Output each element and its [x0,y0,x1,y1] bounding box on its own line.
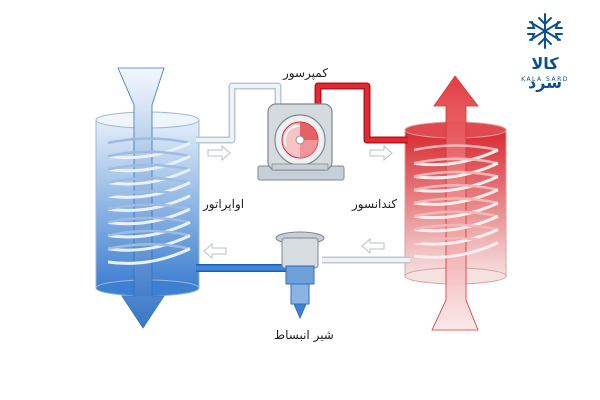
coil-turn-front [413,161,499,180]
coil-turn-back [413,197,499,205]
compressor [257,103,345,181]
flow-arrow-right-right [369,144,393,162]
coil-turn-back [413,170,499,178]
coil-turn-front [413,201,499,220]
coil-turn-back [107,229,191,237]
coil-turn-front [413,214,499,233]
suction-pipe [196,82,282,144]
expansion-valve-label: شیر انبساط [274,328,334,342]
coil-turn-front [107,154,191,173]
brand-logo-text: کالا سرد [528,54,562,92]
compressor-label: کمپرسور [283,66,328,80]
coil-turn-back [107,203,191,211]
expansion-valve [275,231,325,320]
coil-turn-back [107,137,191,145]
coil-turn-front [413,148,499,167]
flow-arrow-left-bottom-right [361,237,385,255]
coil-turn-front [107,168,191,186]
coil-turn-back [413,210,499,218]
snowflake-logo-icon [527,13,563,49]
coil-turn-front [107,181,191,199]
coil-turn-back [107,243,191,250]
coil-turn-back [413,144,499,152]
flow-arrow-right-left [207,144,231,162]
flow-arrow-left-bottom-left [203,242,227,260]
coil-turn-front [413,188,499,206]
coil-turn-back [413,223,499,231]
coil-turn-front [413,228,499,246]
coil-turn-back [107,163,191,171]
condenser-label: کندانسور [352,197,398,211]
coil-turn-back [107,176,191,184]
evaporator-coil [107,137,191,265]
coil-turn-front [107,220,191,239]
coil-turn-front [107,207,191,226]
coil-turn-back [413,157,499,165]
coil-turn-front [413,175,499,193]
coil-turn-back [107,150,191,158]
coil-turn-back [413,237,499,244]
coil-turn-front [107,141,191,160]
brand-logo-subtext: KALA SARD [521,76,569,83]
coil-turn-back [107,216,191,224]
coil-turn-back [413,184,499,191]
coil-turn-front [107,234,191,252]
evaporator-label: اواپراتور [203,197,245,211]
condenser-coil [413,144,499,259]
coil-turn-front [413,241,499,259]
coil-turn-front [107,194,191,213]
coil-turn-back [107,190,191,198]
coil-turn-front [107,247,191,265]
